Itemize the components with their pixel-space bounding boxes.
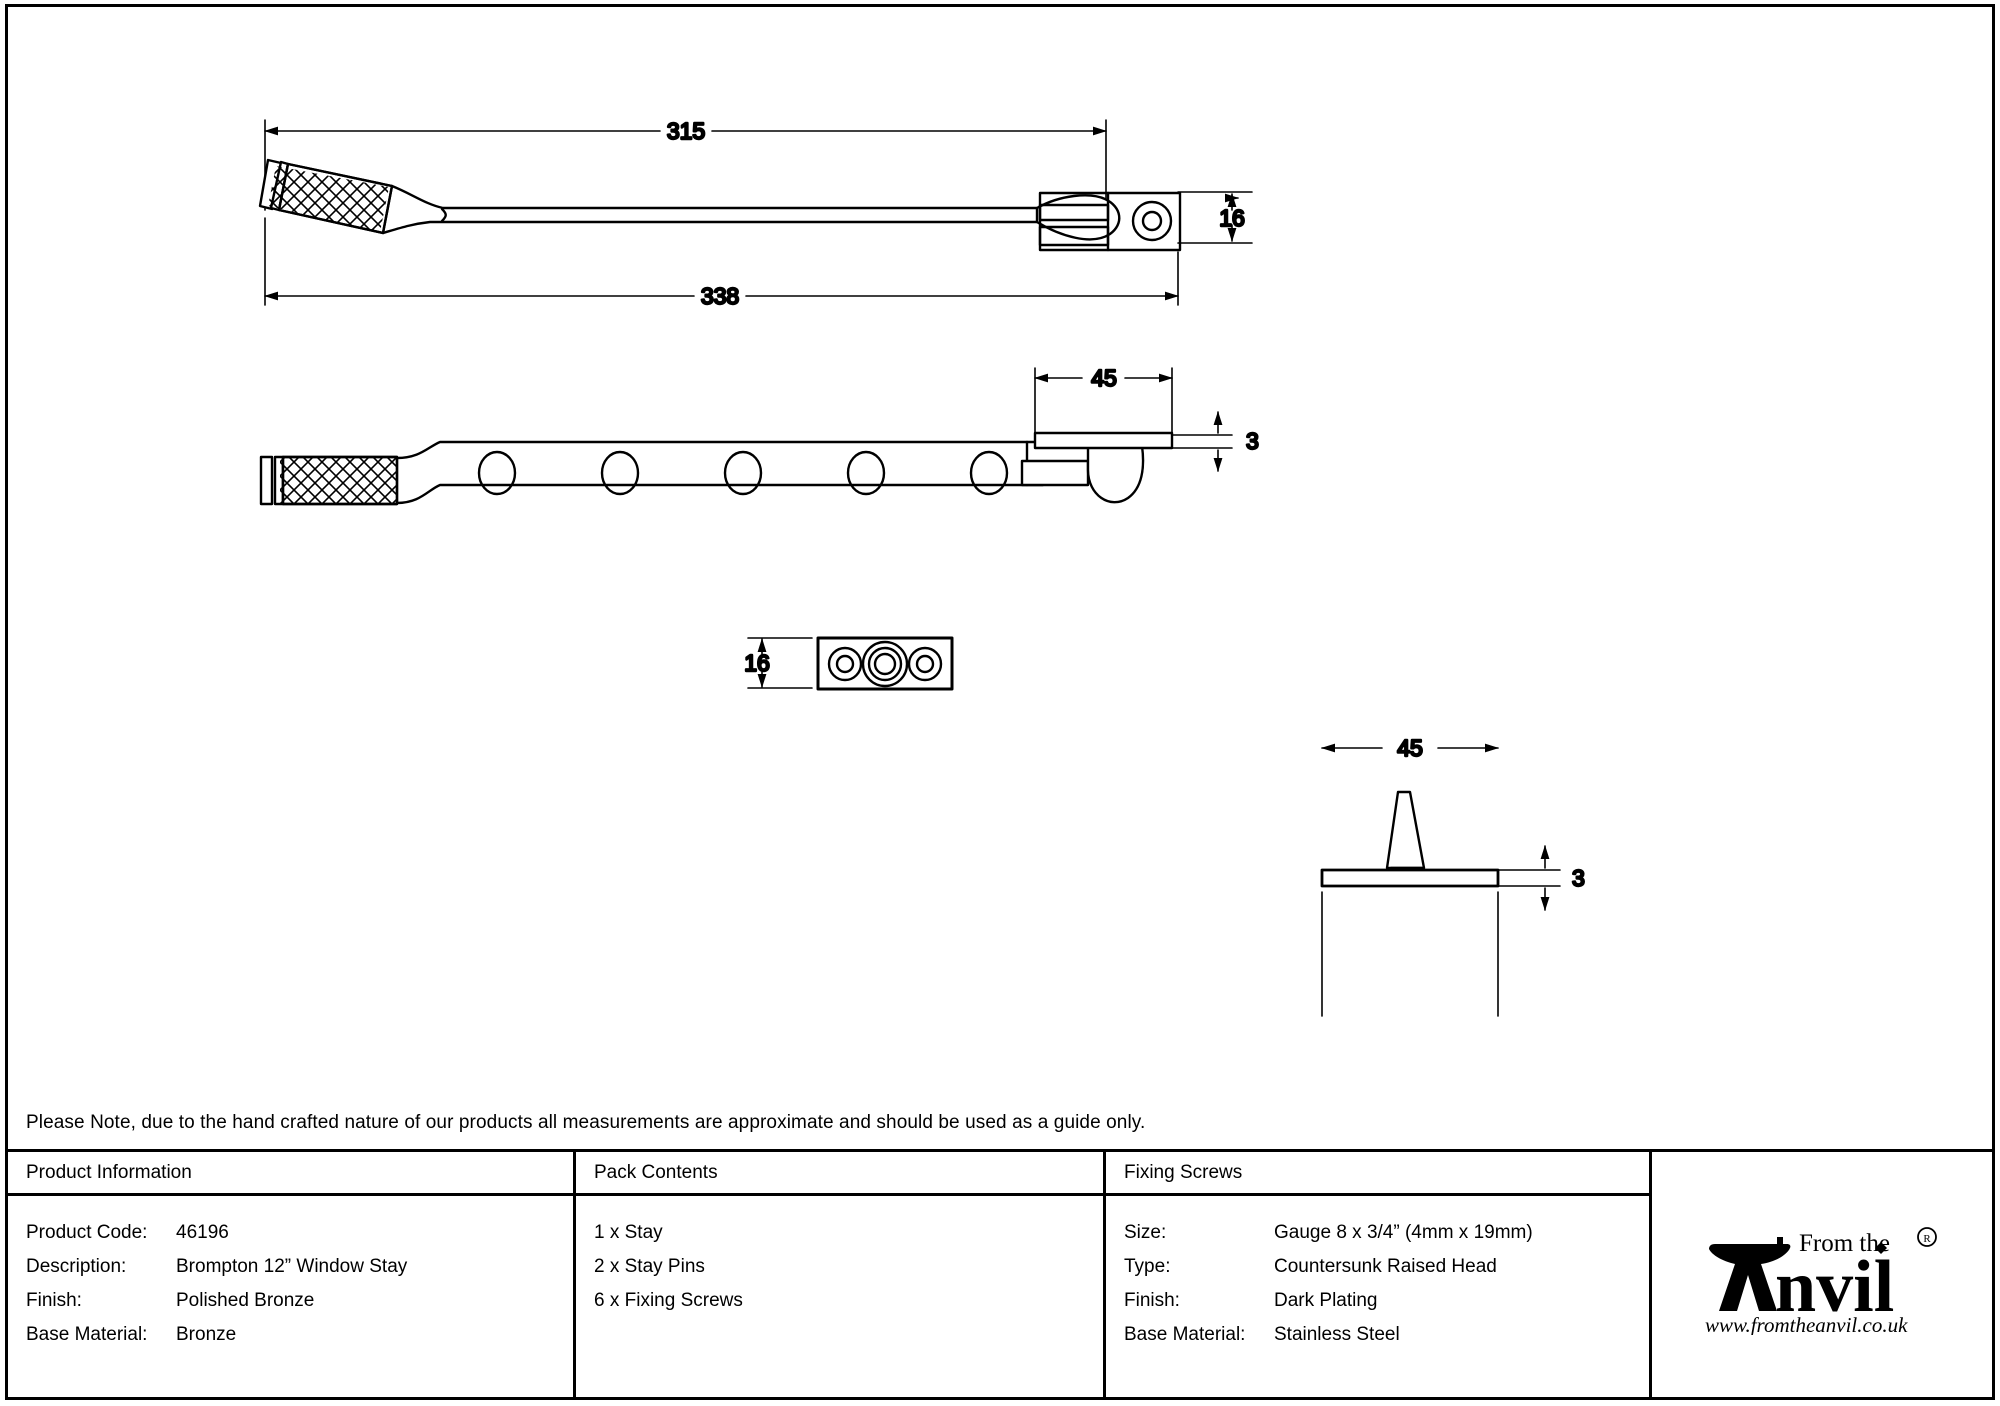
table-row: Size: Gauge 8 x 3/4” (4mm x 19mm) (1124, 1216, 1649, 1250)
dim-45-pin (1321, 743, 1499, 1017)
screw-base-material-label: Base Material: (1124, 1324, 1246, 1345)
description-value: Brompton 12” Window Stay (176, 1256, 408, 1277)
product-information-body: Product Code: 46196 Description: Brompto… (8, 1196, 573, 1352)
dim-label-45-pin: 45 (1397, 735, 1423, 761)
page-border (5, 4, 1995, 1400)
pack-contents-heading: Pack Contents (576, 1152, 1103, 1196)
list-item: 6 x Fixing Screws (594, 1290, 743, 1311)
product-information-heading: Product Information (8, 1152, 573, 1196)
finish-value: Polished Bronze (176, 1290, 315, 1311)
knurl-hatch-plan (280, 458, 398, 504)
table-row: Base Material: Bronze (26, 1318, 573, 1352)
product-information-column: Product Information Product Code: 46196 … (8, 1152, 576, 1397)
list-item: 2 x Stay Pins (594, 1256, 705, 1277)
measurement-note-text: Please Note, due to the hand crafted nat… (26, 1112, 1146, 1133)
table-row: Finish: Dark Plating (1124, 1284, 1649, 1318)
dim-label-315: 315 (667, 118, 705, 144)
table-row: Product Code: 46196 (26, 1216, 573, 1250)
table-row: Type: Countersunk Raised Head (1124, 1250, 1649, 1284)
stay-fixing-holes-plan (477, 450, 1009, 496)
stay-pivot-side (1035, 191, 1182, 252)
diamond-icon (1875, 1241, 1887, 1254)
dim-label-45-plan: 45 (1091, 365, 1117, 391)
pin-side-view (1320, 790, 1500, 888)
dim-45-plan (1034, 367, 1173, 443)
dim-16-pin (747, 637, 813, 689)
dim-3-pin (1497, 845, 1561, 911)
stay-arm-side (381, 184, 1039, 235)
anvil-logo-icon: From the nvil R www.fromtheanvil.co.uk (1705, 1226, 1937, 1335)
screw-size-label: Size: (1124, 1222, 1167, 1243)
pin-plate-front-view (816, 636, 954, 691)
list-item: 1 x Stay (594, 1222, 663, 1243)
logo-website: www.fromtheanvil.co.uk (1705, 1313, 1908, 1335)
dim-label-16-side: 16 (1219, 205, 1245, 231)
screw-finish-value: Dark Plating (1274, 1290, 1378, 1311)
stay-pivot-plan (1020, 431, 1174, 504)
screw-type-value: Countersunk Raised Head (1274, 1256, 1497, 1277)
logo-top-line: From the (1799, 1230, 1890, 1257)
logo-brand-text: nvil (1775, 1246, 1894, 1328)
dim-label-3-pin: 3 (1572, 865, 1585, 891)
fixing-screws-column: Fixing Screws Size: Gauge 8 x 3/4” (4mm … (1106, 1152, 1652, 1397)
screw-finish-label: Finish: (1124, 1290, 1180, 1311)
table-row: Base Material: Stainless Steel (1124, 1318, 1649, 1352)
base-material-value: Bronze (176, 1324, 237, 1345)
dim-label-338: 338 (701, 283, 739, 309)
table-row: Description: Brompton 12” Window Stay (26, 1250, 573, 1284)
screw-base-material-value: Stainless Steel (1274, 1324, 1400, 1345)
description-label: Description: (26, 1256, 127, 1277)
registered-mark: R (1923, 1233, 1931, 1245)
pack-contents-column: Pack Contents 1 x Stay 2 x Stay Pins 6 x… (576, 1152, 1106, 1397)
brand-logo: From the nvil R www.fromtheanvil.co.uk (1652, 1152, 1992, 1397)
dim-338 (264, 217, 1179, 306)
screw-type-label: Type: (1124, 1256, 1171, 1277)
info-table: Product Information Product Code: 46196 … (8, 1152, 1992, 1397)
finish-label: Finish: (26, 1290, 82, 1311)
brand-logo-cell: From the nvil R www.fromtheanvil.co.uk (1652, 1152, 1992, 1397)
fixing-screws-heading: Fixing Screws (1106, 1152, 1649, 1196)
table-row: Finish: Polished Bronze (26, 1284, 573, 1318)
product-code-value: 46196 (176, 1222, 229, 1243)
product-code-label: Product Code: (26, 1222, 148, 1243)
stay-bar-plan (395, 440, 1045, 505)
fixing-screws-body: Size: Gauge 8 x 3/4” (4mm x 19mm) Type: … (1106, 1196, 1649, 1352)
base-material-label: Base Material: (26, 1324, 148, 1345)
dim-label-16-pin: 16 (744, 650, 770, 676)
dim-3-plan (1171, 411, 1233, 472)
screw-size-value: Gauge 8 x 3/4” (4mm x 19mm) (1274, 1222, 1533, 1243)
measurement-note-row: Please Note, due to the hand crafted nat… (8, 1097, 1992, 1152)
dim-label-3-plan: 3 (1246, 428, 1259, 454)
pack-contents-body: 1 x Stay 2 x Stay Pins 6 x Fixing Screws (576, 1196, 1103, 1318)
